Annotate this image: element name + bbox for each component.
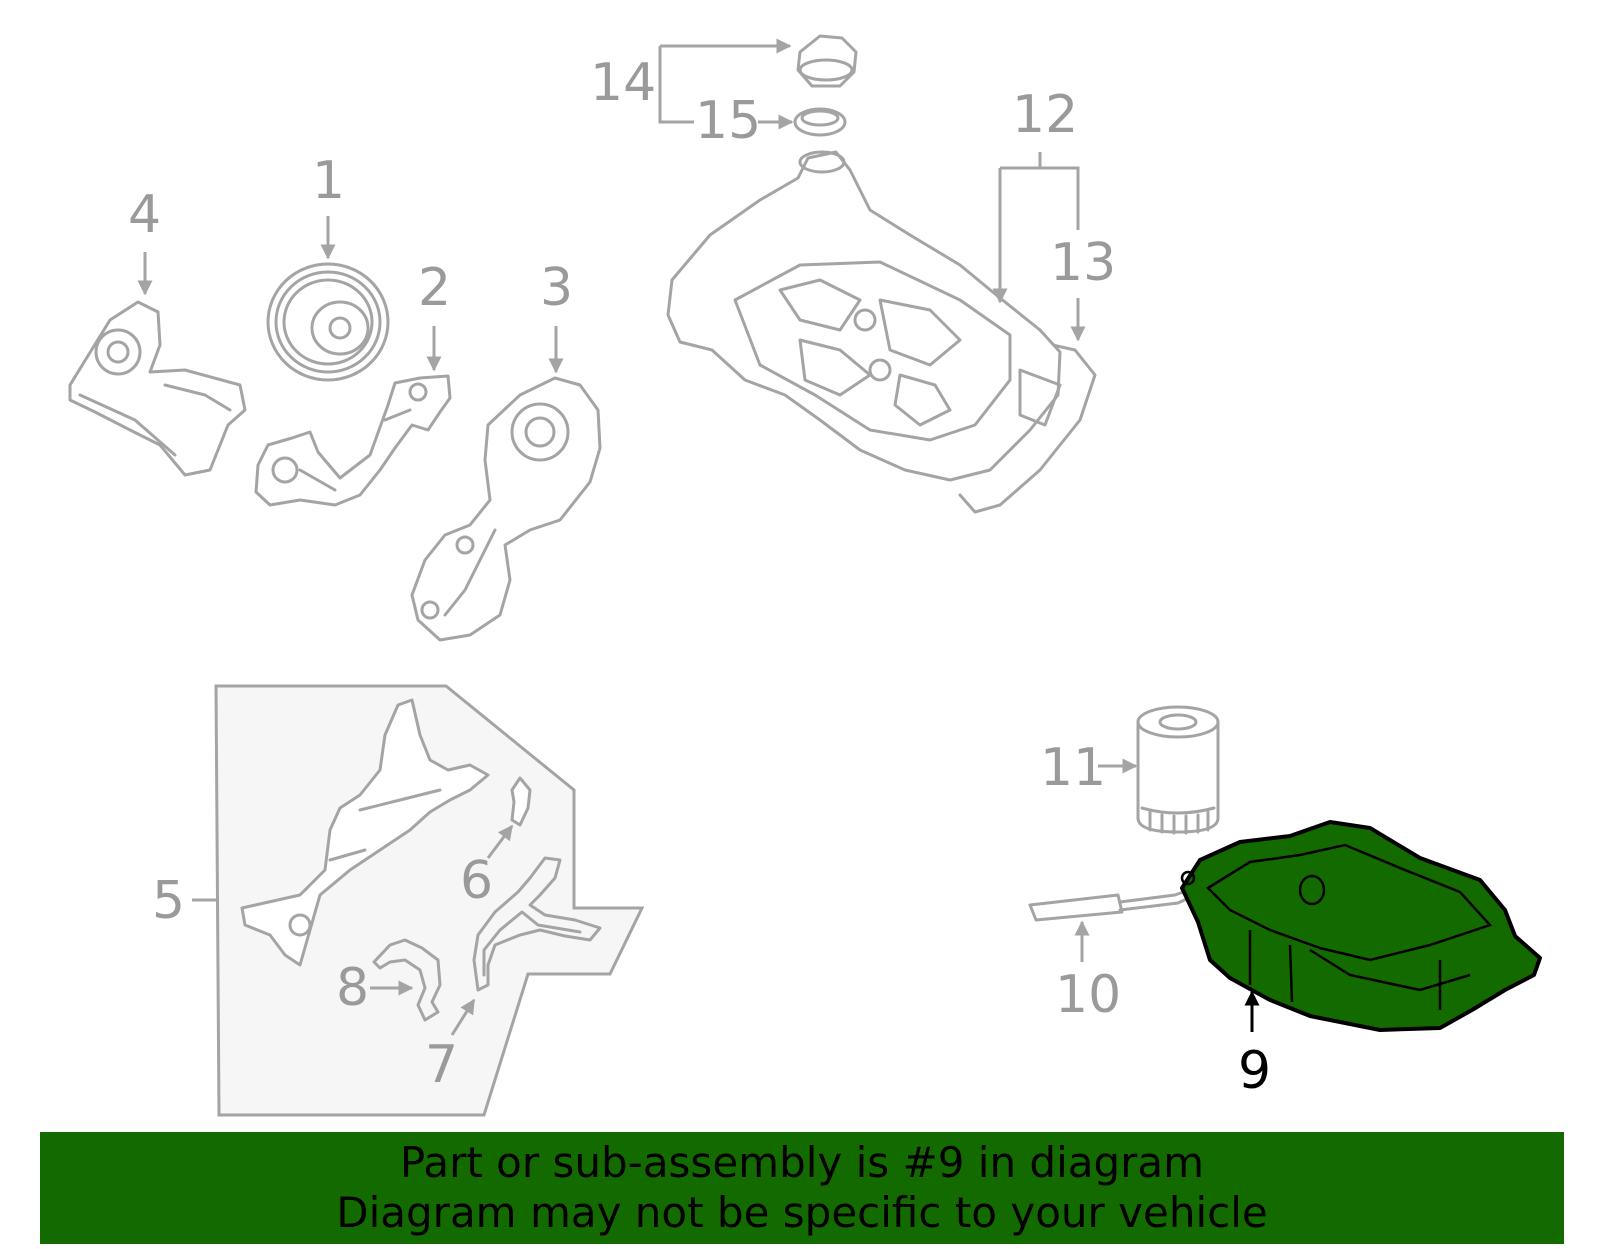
svg-text:14: 14 bbox=[590, 53, 656, 113]
part-12-valve-cover[interactable] bbox=[666, 150, 1062, 482]
callout-5: 5 bbox=[152, 871, 216, 931]
part-7-gasket[interactable] bbox=[472, 856, 602, 992]
svg-text:6: 6 bbox=[460, 851, 493, 911]
callout-2: 2 bbox=[418, 258, 451, 372]
svg-text:12: 12 bbox=[1012, 85, 1078, 145]
svg-text:2: 2 bbox=[418, 258, 451, 318]
svg-text:9: 9 bbox=[1238, 1041, 1271, 1101]
part-14-oil-filler-cap[interactable] bbox=[796, 34, 858, 88]
callout-7: 7 bbox=[425, 998, 476, 1095]
notice-banner: Part or sub-assembly is #9 in diagram Di… bbox=[40, 1132, 1564, 1244]
part-3-front-cover[interactable] bbox=[410, 376, 602, 642]
part-4-timing-cover[interactable] bbox=[68, 300, 247, 477]
callout-3: 3 bbox=[540, 258, 573, 374]
part-15-filler-seal[interactable] bbox=[793, 107, 847, 137]
callout-11: 11 bbox=[1040, 738, 1138, 798]
part-5-gasket-set-panel[interactable] bbox=[214, 684, 645, 1117]
svg-text:11: 11 bbox=[1040, 738, 1106, 798]
callout-14-15: 14 15 bbox=[590, 38, 794, 151]
callout-9: 9 bbox=[1238, 990, 1271, 1101]
banner-line-part-notice: Part or sub-assembly is #9 in diagram bbox=[399, 1138, 1205, 1187]
part-2-bracket[interactable] bbox=[254, 374, 452, 507]
svg-text:13: 13 bbox=[1050, 233, 1116, 293]
callout-10: 10 bbox=[1055, 920, 1121, 1025]
svg-text:5: 5 bbox=[152, 871, 185, 931]
svg-text:1: 1 bbox=[312, 151, 345, 211]
part-11-oil-filter[interactable] bbox=[1136, 705, 1220, 835]
part-1-crank-pulley[interactable] bbox=[266, 262, 390, 382]
callout-8: 8 bbox=[336, 958, 414, 1018]
part-8-gasket[interactable] bbox=[372, 938, 442, 1022]
svg-text:10: 10 bbox=[1055, 965, 1121, 1025]
part-9-oil-pan[interactable] bbox=[1180, 820, 1542, 1032]
part-13-valve-cover-gasket[interactable] bbox=[958, 338, 1097, 514]
part-6-gasket[interactable] bbox=[510, 776, 532, 827]
svg-text:8: 8 bbox=[336, 958, 369, 1018]
svg-text:7: 7 bbox=[425, 1035, 458, 1095]
part-10-oil-level-sensor[interactable] bbox=[1028, 886, 1197, 922]
banner-line-disclaimer: Diagram may not be specific to your vehi… bbox=[336, 1188, 1268, 1237]
svg-text:4: 4 bbox=[128, 185, 161, 245]
svg-text:3: 3 bbox=[540, 258, 573, 318]
svg-text:15: 15 bbox=[695, 91, 761, 151]
callout-1: 1 bbox=[312, 151, 345, 260]
callout-12-13: 12 13 bbox=[992, 85, 1116, 342]
callout-4: 4 bbox=[128, 185, 161, 296]
callout-6: 6 bbox=[460, 824, 514, 911]
